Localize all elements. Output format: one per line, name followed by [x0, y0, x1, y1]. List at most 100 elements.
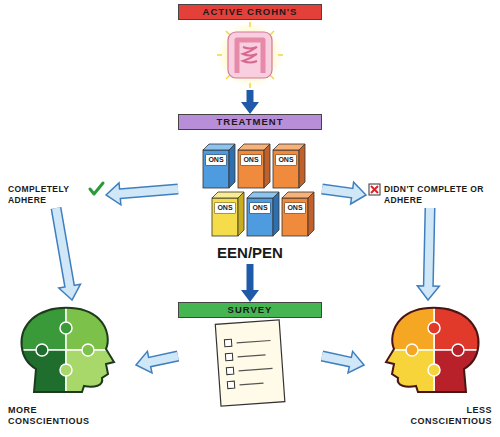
intestine-illustration-part — [216, 21, 284, 89]
box-label: ONS — [250, 203, 270, 213]
ons-boxes-part-part — [212, 198, 238, 236]
band-node: TREATMENT EEN/PEN — [178, 114, 322, 264]
ons-boxes-part-part — [273, 192, 279, 236]
survey-paper-part-part — [225, 353, 232, 360]
outcome-node: COMPLETELY ADHERE — [6, 182, 106, 208]
head-node: MORE CONSCIENTIOUS — [8, 300, 136, 430]
survey-paper-part-part — [224, 339, 231, 346]
box-label: ONS — [215, 203, 235, 213]
ons-boxes-part-part — [241, 155, 261, 165]
ons-boxes-part-part — [264, 144, 270, 188]
ons-boxes-part-part — [276, 155, 296, 165]
green-head-part-part — [82, 344, 94, 356]
survey-paper-part-part — [239, 368, 273, 370]
box-label: ONS — [285, 203, 305, 213]
ons-boxes-part-part — [238, 192, 244, 236]
ons-boxes-part-part — [273, 150, 299, 188]
intestine-illustration-part-part — [278, 54, 283, 56]
survey-paper-part-part — [226, 367, 233, 374]
ons-boxes-part-part — [299, 144, 305, 188]
survey-paper-part — [215, 320, 285, 406]
arrow-fill — [322, 356, 353, 363]
red-head-part — [386, 308, 479, 392]
red-head-part-part — [434, 350, 486, 396]
intestine-illustration-part-part — [249, 83, 251, 88]
outcome-arrow — [417, 208, 439, 300]
box-label: ONS — [276, 155, 296, 165]
green-head-part-part — [14, 350, 66, 396]
band-title: ACTIVE CROHN'S — [178, 4, 322, 20]
ons-boxes-part-part — [308, 192, 314, 236]
ons-boxes-part-part — [229, 144, 235, 188]
ons-boxes-part-part — [282, 192, 314, 198]
intestine-illustration-part-part — [226, 31, 230, 35]
red-head-part-part — [428, 322, 440, 334]
green-head-part-part — [60, 364, 72, 376]
arrow-fill — [117, 189, 178, 194]
arrow-fill — [147, 356, 178, 363]
survey-paper-part — [237, 341, 274, 385]
cross-mark — [369, 184, 380, 195]
ons-boxes-part — [273, 144, 305, 188]
cross-mark-part — [371, 186, 378, 193]
intestine-illustration — [216, 21, 284, 89]
intestine-illustration-part-part — [270, 75, 274, 79]
outcome-arrow — [136, 351, 178, 373]
arrow-shaft — [247, 90, 254, 102]
outcome-node: DIDN'T COMPLETE OR ADHERE — [366, 182, 494, 208]
arrow-fill — [428, 208, 430, 289]
green-head-part-part — [60, 322, 72, 334]
treatment-name: EEN/PEN — [178, 244, 322, 264]
survey-paper — [215, 320, 285, 406]
ons-boxes-part-part — [247, 192, 279, 198]
box-label: ONS — [241, 155, 261, 165]
ons-boxes-part-part — [282, 198, 308, 236]
intestine-illustration-part — [243, 47, 257, 63]
ons-boxes-part — [282, 192, 314, 236]
green-head-part — [14, 304, 116, 396]
ons-boxes-part-part — [247, 198, 273, 236]
head-node: LESS CONSCIENTIOUS — [364, 300, 492, 430]
band-title: SURVEY — [178, 302, 322, 318]
ons-boxes-part-part — [238, 144, 270, 150]
ons-boxes-part-part — [215, 203, 235, 213]
survey-paper-part-part — [237, 341, 271, 343]
survey-paper-part-part — [238, 355, 266, 357]
intestine-illustration-part-part — [270, 31, 274, 35]
ons-boxes-part-part — [250, 203, 270, 213]
arrow-fill — [322, 189, 355, 194]
intestine-illustration-part — [237, 40, 263, 73]
ons-boxes-part-part — [203, 150, 229, 188]
red-head-part-part — [452, 344, 464, 356]
outcome-arrow — [106, 183, 178, 205]
ons-boxes — [203, 144, 314, 236]
band-node: ACTIVE CROHN'S — [178, 4, 322, 90]
green-head-part-part — [36, 344, 48, 356]
green-head — [14, 304, 116, 396]
ons-boxes-part — [212, 192, 244, 236]
trait-label: MORE CONSCIENTIOUS — [8, 405, 100, 430]
ons-boxes-part-part — [273, 144, 305, 150]
red-head-part — [384, 304, 486, 396]
intestine-illustration-part-part — [217, 54, 222, 56]
ons-boxes-part-part — [285, 203, 305, 213]
intestine-illustration-part-part — [226, 75, 230, 79]
survey-paper-part — [224, 339, 234, 388]
ons-boxes-part-part — [212, 192, 244, 198]
ons-boxes-part — [247, 192, 279, 236]
arrow-head — [241, 290, 259, 302]
outcome-label: DIDN'T COMPLETE OR ADHERE — [384, 184, 492, 206]
outcome-arrow — [322, 351, 364, 373]
green-head-part — [21, 308, 114, 392]
intestine-illustration-part-part — [249, 22, 251, 27]
arrow-shaft — [247, 264, 254, 290]
band-title: TREATMENT — [178, 114, 322, 130]
ons-boxes-part-part — [203, 144, 235, 150]
outcome-arrow — [56, 208, 80, 300]
cross-mark-part — [369, 184, 380, 195]
ons-boxes-part — [238, 144, 270, 188]
survey-paper-part-part — [240, 383, 264, 385]
red-head-part-part — [428, 364, 440, 376]
